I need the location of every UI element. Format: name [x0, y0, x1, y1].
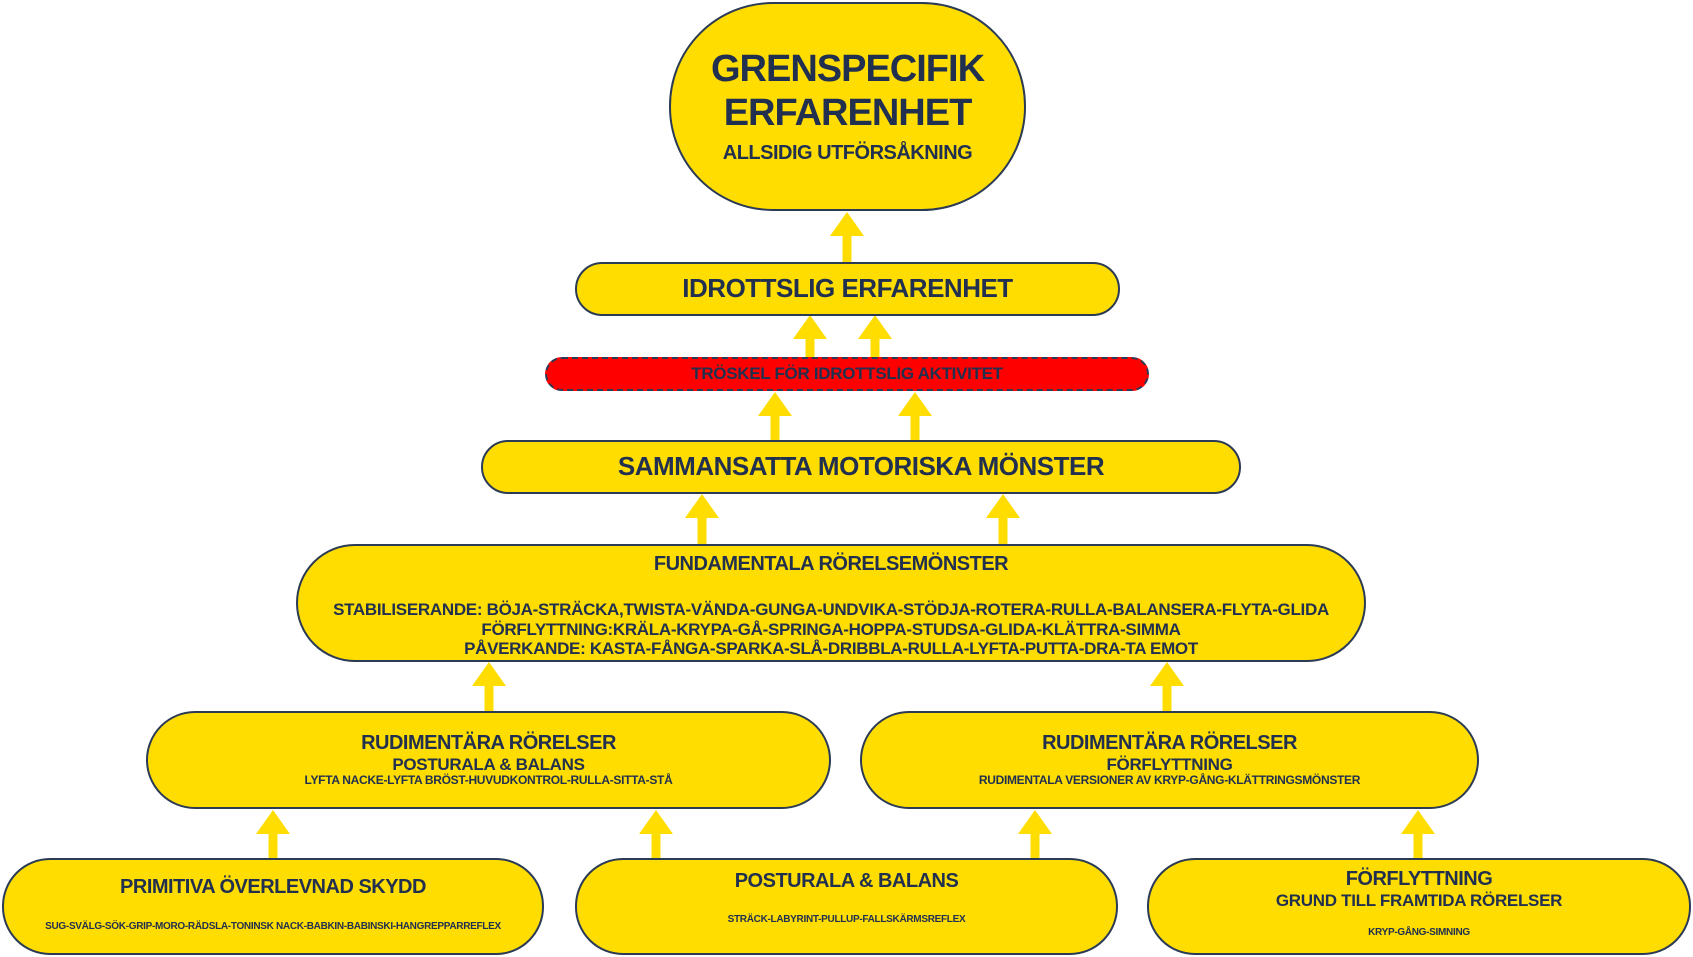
- node-primitiva-overlevnad-skydd: PRIMITIVA ÖVERLEVNAD SKYDD SUG-SVÄLG-SÖK…: [2, 858, 544, 955]
- top-title-line2: ERFARENHET: [723, 92, 973, 134]
- rudimentary-left-title: RUDIMENTÄRA RÖRELSER: [361, 731, 616, 754]
- rudimentary-right-detail: RUDIMENTALA VERSIONER AV KRYP-GÅNG-KLÄTT…: [978, 773, 1361, 788]
- arrow-rudimentary-right-a: [1018, 810, 1052, 858]
- arrow-combined-left: [685, 494, 719, 544]
- node-rudimentara-rorelser-postural: RUDIMENTÄRA RÖRELSER POSTURALA & BALANS …: [146, 711, 831, 809]
- arrow-fundamental-left: [472, 662, 506, 711]
- rudimentary-left-detail: LYFTA NACKE-LYFTA BRÖST-HUVUDKONTROL-RUL…: [304, 773, 673, 788]
- node-sammansatta-motoriska-monster: SAMMANSATTA MOTORISKA MÖNSTER: [481, 440, 1241, 494]
- arrow-rudimentary-left-b: [639, 810, 673, 858]
- node-posturala-balans: POSTURALA & BALANS STRÄCK-LABYRINT-PULLU…: [575, 858, 1118, 955]
- rudimentary-right-title: RUDIMENTÄRA RÖRELSER: [1042, 731, 1297, 754]
- rudimentary-right-subtitle: FÖRFLYTTNING: [1106, 754, 1233, 774]
- fundamental-line1: STABILISERANDE: BÖJA-STRÄCKA,TWISTA-VÄND…: [333, 600, 1329, 619]
- combined-title: SAMMANSATTA MOTORISKA MÖNSTER: [617, 451, 1105, 482]
- arrow-threshold-left: [758, 392, 792, 440]
- arrow-rudimentary-left-a: [256, 810, 290, 858]
- arrow-threshold-right: [898, 392, 932, 440]
- node-troskel: TRÖSKEL FÖR IDROTTSLIG AKTIVITET: [545, 357, 1149, 391]
- locomotion-title: FÖRFLYTTNING: [1345, 868, 1493, 890]
- arrow-sport-right: [858, 315, 892, 357]
- node-forflyttning: FÖRFLYTTNING GRUND TILL FRAMTIDA RÖRELSE…: [1147, 858, 1691, 955]
- node-rudimentara-rorelser-forflyttning: RUDIMENTÄRA RÖRELSER FÖRFLYTTNING RUDIME…: [860, 711, 1479, 809]
- node-idrottslig-erfarenhet: IDROTTSLIG ERFARENHET: [575, 262, 1120, 316]
- primitive-title: PRIMITIVA ÖVERLEVNAD SKYDD: [120, 876, 426, 898]
- threshold-title: TRÖSKEL FÖR IDROTTSLIG AKTIVITET: [691, 364, 1003, 384]
- locomotion-subtitle: GRUND TILL FRAMTIDA RÖRELSER: [1275, 891, 1563, 910]
- arrow-combined-right: [986, 494, 1020, 544]
- node-fundamentala-rorelsemonster: FUNDAMENTALA RÖRELSEMÖNSTER STABILISERAN…: [296, 544, 1366, 662]
- postural-title: POSTURALA & BALANS: [734, 870, 959, 892]
- arrow-fundamental-right: [1150, 662, 1184, 711]
- top-title-line1: GRENSPECIFIK: [710, 48, 985, 91]
- primitive-detail: SUG-SVÄLG-SÖK-GRIP-MORO-RÄDSLA-TONINSK N…: [45, 921, 501, 932]
- rudimentary-left-subtitle: POSTURALA & BALANS: [392, 754, 585, 774]
- node-grenspecifik-erfarenhet: GRENSPECIFIK ERFARENHET ALLSIDIG UTFÖRSÅ…: [669, 2, 1026, 211]
- arrow-rudimentary-right-b: [1401, 810, 1435, 858]
- arrow-to-top: [830, 212, 864, 262]
- fundamental-title: FUNDAMENTALA RÖRELSEMÖNSTER: [653, 553, 1009, 575]
- fundamental-line3: PÅVERKANDE: KASTA-FÅNGA-SPARKA-SLÅ-DRIBB…: [464, 639, 1198, 659]
- postural-detail: STRÄCK-LABYRINT-PULLUP-FALLSKÄRMSREFLEX: [727, 914, 966, 925]
- fundamental-line2: FÖRFLYTTNING:KRÄLA-KRYPA-GÅ-SPRINGA-HOPP…: [481, 619, 1181, 639]
- top-subtitle: ALLSIDIG UTFÖRSÅKNING: [722, 141, 973, 164]
- sport-title: IDROTTSLIG ERFARENHET: [682, 273, 1013, 304]
- arrow-sport-left: [793, 315, 827, 357]
- locomotion-detail: KRYP-GÅNG-SIMNING: [1368, 926, 1470, 938]
